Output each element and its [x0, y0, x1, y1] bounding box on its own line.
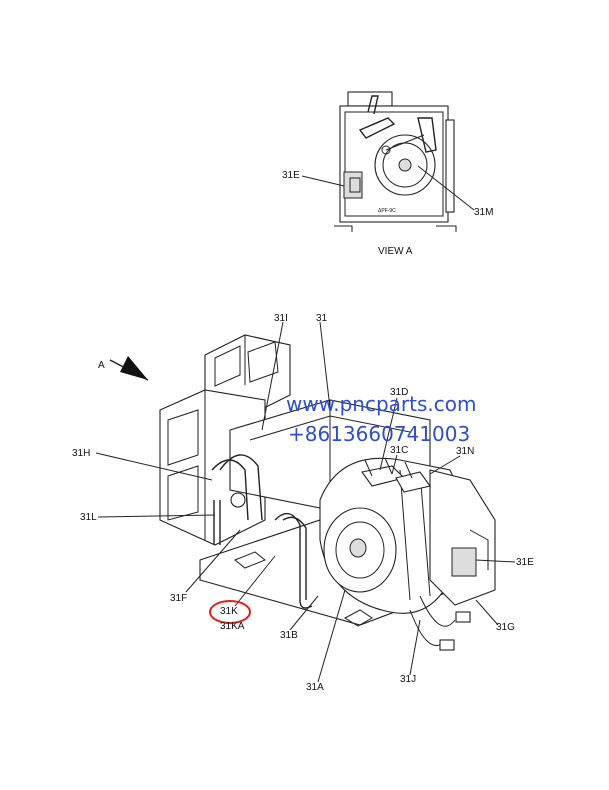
direction-arrow-icon: [120, 356, 148, 380]
label-31m: 31M: [474, 207, 494, 218]
view-a-side-plate: [445, 119, 455, 213]
label-31d: 31D: [390, 387, 409, 398]
label-31f: 31F: [170, 593, 188, 604]
label-31h: 31H: [72, 448, 91, 459]
label-31n: 31N: [456, 446, 475, 457]
label-31g: 31G: [496, 622, 515, 633]
watermark-phone: +8613660741003: [288, 422, 471, 446]
arrow-label-a: A: [98, 360, 105, 371]
main-assembly-drawing: [95, 321, 516, 683]
label-view-a-plate: ΔPF-9C: [378, 208, 396, 214]
watermark-url: www.pncparts.com: [286, 392, 477, 416]
label-31c: 31C: [390, 445, 409, 456]
label-31e-view: 31E: [282, 170, 300, 181]
view-a-drawing: [301, 91, 475, 232]
label-31i: 31I: [274, 313, 288, 324]
label-31j: 31J: [400, 674, 417, 685]
view-a-actuator: [343, 171, 363, 199]
label-31k: 31K: [220, 606, 238, 617]
highlight-circle: [209, 600, 251, 624]
label-31l: 31L: [80, 512, 97, 523]
label-31e: 31E: [516, 557, 534, 568]
label-31b: 31B: [280, 630, 298, 641]
label-31: 31: [316, 313, 328, 324]
label-31a: 31A: [306, 682, 324, 693]
view-a-title: VIEW A: [378, 246, 413, 257]
label-31ka: 31KA: [220, 621, 245, 632]
